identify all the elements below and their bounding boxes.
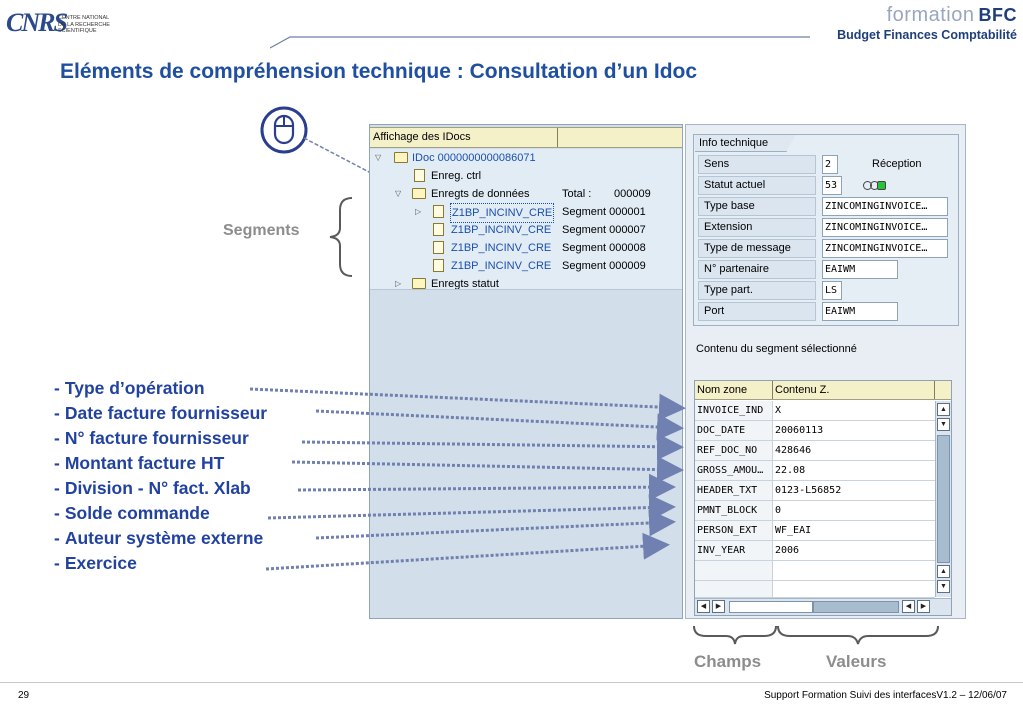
scroll-right-icon[interactable]: ▶ (712, 600, 725, 613)
column-header-value[interactable]: Contenu Z. (773, 381, 935, 399)
tree-header: Affichage des IDocs (370, 127, 682, 148)
tree-node-segment[interactable]: Z1BP_INCINV_CRE Segment 000009 (370, 257, 682, 275)
page-title: Eléments de compréhension technique : Co… (60, 60, 698, 83)
valeurs-brace-icon (777, 625, 939, 645)
technical-info-box: Info technique Sens 2 Réception Statut a… (693, 134, 959, 326)
field-description-item: -Auteur système externe (54, 528, 264, 548)
segments-label: Segments (223, 222, 300, 239)
champs-label: Champs (694, 652, 762, 671)
segment-content-caption: Contenu du segment sélectionné (696, 343, 857, 355)
expanded-triangle-icon[interactable]: ▽ (375, 153, 382, 162)
table-row[interactable]: INV_YEAR 2006 (695, 541, 935, 561)
tree-node-segment[interactable]: Z1BP_INCINV_CRE Segment 000008 (370, 239, 682, 257)
horizontal-scroll-track[interactable] (729, 601, 813, 613)
scroll-left-icon[interactable]: ◀ (902, 600, 915, 613)
partner-number-field[interactable]: EAIWM (822, 260, 898, 279)
tree-node-segment[interactable]: ▷ Z1BP_INCINV_CRE Segment 000001 (370, 203, 682, 223)
folder-open-icon (394, 152, 408, 163)
scroll-up-icon[interactable]: ▲ (937, 403, 950, 416)
expanded-triangle-icon[interactable]: ▽ (395, 189, 402, 198)
folder-open-icon (412, 188, 426, 199)
vertical-scrollbar[interactable]: ▲ ▼ ▲ ▼ (935, 401, 951, 597)
tab-technical-info[interactable]: Info technique (695, 135, 796, 152)
scroll-up-icon[interactable]: ▲ (937, 565, 950, 578)
basic-type-field[interactable]: ZINCOMINGINVOICE… (822, 197, 948, 216)
brand-word: formation (886, 4, 975, 26)
scroll-left-icon[interactable]: ◀ (697, 600, 710, 613)
message-type-field[interactable]: ZINCOMINGINVOICE… (822, 239, 948, 258)
field-description-item: -Solde commande (54, 503, 210, 523)
table-row-empty[interactable] (695, 561, 935, 581)
table-row[interactable]: PERSON_EXT WF_EAI (695, 521, 935, 541)
brand-code: BFC (978, 5, 1017, 25)
horizontal-scrollbar[interactable]: ◀ ▶ ◀ ▶ (695, 598, 951, 615)
cnrs-logo-text: CENTRE NATIONAL DE LA RECHERCHE SCIENTIF… (58, 15, 110, 34)
collapsed-triangle-icon[interactable]: ▷ (415, 207, 422, 216)
document-icon (414, 169, 425, 182)
status-field[interactable]: 53 (822, 176, 842, 195)
tree-node-status[interactable]: ▷ Enregts statut (370, 275, 682, 293)
field-description-item: -Montant facture HT (54, 453, 225, 473)
champs-brace-icon (693, 625, 777, 645)
footer-text: Support Formation Suivi des interfacesV1… (764, 690, 1007, 701)
field-description-item: -Type d’opération (54, 378, 205, 398)
document-icon (433, 259, 444, 272)
cnrs-logo: CNRS CENTRE NATIONAL DE LA RECHERCHE SCI… (6, 8, 118, 46)
table-row[interactable]: PMNT_BLOCK 0 (695, 501, 935, 521)
collapsed-triangle-icon[interactable]: ▷ (395, 279, 402, 288)
idoc-tree-panel: Affichage des IDocs ▽ IDoc 0000000000086… (369, 124, 683, 619)
field-description-item: -N° facture fournisseur (54, 428, 249, 448)
table-row[interactable]: INVOICE_IND X (695, 401, 935, 421)
table-row[interactable]: HEADER_TXT 0123-L56852 (695, 481, 935, 501)
tree-header-title: Affichage des IDocs (370, 128, 558, 147)
document-icon (433, 241, 444, 254)
scroll-right-icon[interactable]: ▶ (917, 600, 930, 613)
scroll-down-icon[interactable]: ▼ (937, 418, 950, 431)
tree-node-data-records[interactable]: ▽ Enregts de données Total : 000009 (370, 185, 682, 203)
tree-body: ▽ IDoc 0000000000086071 Enreg. ctrl ▽ En… (370, 149, 682, 290)
table-row-empty[interactable] (695, 581, 935, 598)
vertical-scroll-thumb[interactable] (937, 435, 950, 563)
field-description-list: -Type d’opération -Date facture fourniss… (54, 377, 267, 577)
scroll-down-icon[interactable]: ▼ (937, 580, 950, 593)
header-decoration-line (270, 36, 810, 49)
field-description-item: -Division - N° fact. Xlab (54, 478, 251, 498)
segments-brace-icon (329, 197, 353, 277)
extension-field[interactable]: ZINCOMINGINVOICE… (822, 218, 948, 237)
horizontal-scroll-thumb[interactable] (813, 601, 899, 613)
tree-separator (370, 289, 682, 290)
column-header-field[interactable]: Nom zone (695, 381, 773, 399)
status-lights-icon (863, 181, 893, 191)
table-row[interactable]: DOC_DATE 20060113 (695, 421, 935, 441)
tree-node-control[interactable]: Enreg. ctrl (370, 167, 682, 185)
field-description-item: -Exercice (54, 553, 137, 573)
document-icon (433, 223, 444, 236)
partner-type-field[interactable]: LS (822, 281, 842, 300)
tree-node-idoc[interactable]: ▽ IDoc 0000000000086071 (370, 149, 682, 167)
valeurs-label: Valeurs (826, 652, 887, 671)
cnrs-logo-mark: CNRS (6, 8, 68, 37)
idoc-detail-panel: Info technique Sens 2 Réception Statut a… (685, 124, 966, 619)
brand-subtitle: Budget Finances Comptabilité (837, 28, 1017, 42)
footer-divider (0, 682, 1023, 683)
port-field[interactable]: EAIWM (822, 302, 898, 321)
table-row[interactable]: GROSS_AMOU… 22.08 (695, 461, 935, 481)
grid-header: Nom zone Contenu Z. (695, 381, 951, 400)
document-icon (433, 205, 444, 218)
mouse-icon (260, 106, 308, 154)
segment-content-grid: Nom zone Contenu Z. INVOICE_IND X DOC_DA… (694, 380, 952, 616)
tree-node-segment[interactable]: Z1BP_INCINV_CRE Segment 000007 (370, 221, 682, 239)
field-description-item: -Date facture fournisseur (54, 403, 268, 423)
direction-field[interactable]: 2 (822, 155, 838, 174)
table-row[interactable]: REF_DOC_NO 428646 (695, 441, 935, 461)
folder-icon (412, 278, 426, 289)
page-number: 29 (18, 690, 30, 701)
